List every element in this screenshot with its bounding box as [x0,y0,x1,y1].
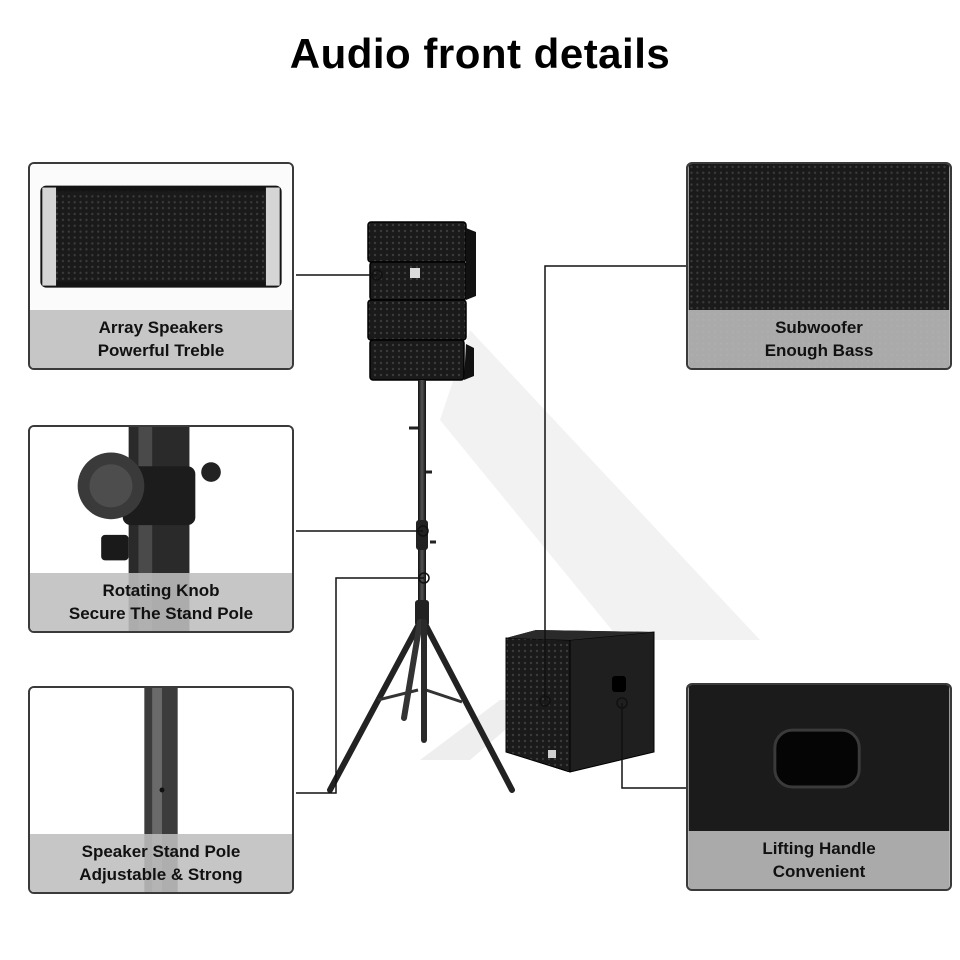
card-caption: Lifting Handle Convenient [688,831,950,889]
card-rotating-knob: Rotating Knob Secure The Stand Pole [28,425,294,633]
card-subwoofer: Subwoofer Enough Bass [686,162,952,370]
caption-line-1: Rotating Knob [102,581,220,600]
card-caption: Array Speakers Powerful Treble [30,310,292,368]
card-array-speakers: Array Speakers Powerful Treble [28,162,294,370]
card-lifting-handle: Lifting Handle Convenient [686,683,952,891]
page-title: Audio front details [289,30,671,77]
card-caption: Rotating Knob Secure The Stand Pole [30,573,292,631]
speaker-stand [327,380,515,793]
callout-handle-line [621,703,686,789]
callout-lines [296,265,686,794]
callout-marker-icon [417,525,429,537]
stand-shadow [420,700,540,760]
card-caption: Speaker Stand Pole Adjustable & Strong [30,834,292,892]
logo-badge-icon [548,750,556,758]
array-speaker [367,221,476,381]
callout-marker-icon [418,572,430,584]
caption-line-1: Speaker Stand Pole [81,842,241,861]
lifting-handle-slot [612,676,626,692]
callout-marker-icon [539,695,551,707]
caption-line-2: Adjustable & Strong [79,865,243,884]
callout-subwoofer-line [544,265,686,701]
floor-shadow [440,330,760,640]
caption-line-1: Lifting Handle [762,839,876,858]
caption-line-2: Convenient [772,862,866,881]
subwoofer [505,630,655,773]
caption-line-1: Subwoofer [775,318,863,337]
caption-line-2: Powerful Treble [97,341,225,360]
logo-badge-icon [410,268,420,278]
callout-marker-icon [371,269,383,281]
card-stand-pole: Speaker Stand Pole Adjustable & Strong [28,686,294,894]
callout-pole-line [296,577,424,794]
callout-marker-icon [616,697,628,709]
caption-line-2: Enough Bass [764,341,874,360]
caption-line-2: Secure The Stand Pole [68,604,254,623]
caption-line-1: Array Speakers [98,318,224,337]
card-caption: Subwoofer Enough Bass [688,310,950,368]
